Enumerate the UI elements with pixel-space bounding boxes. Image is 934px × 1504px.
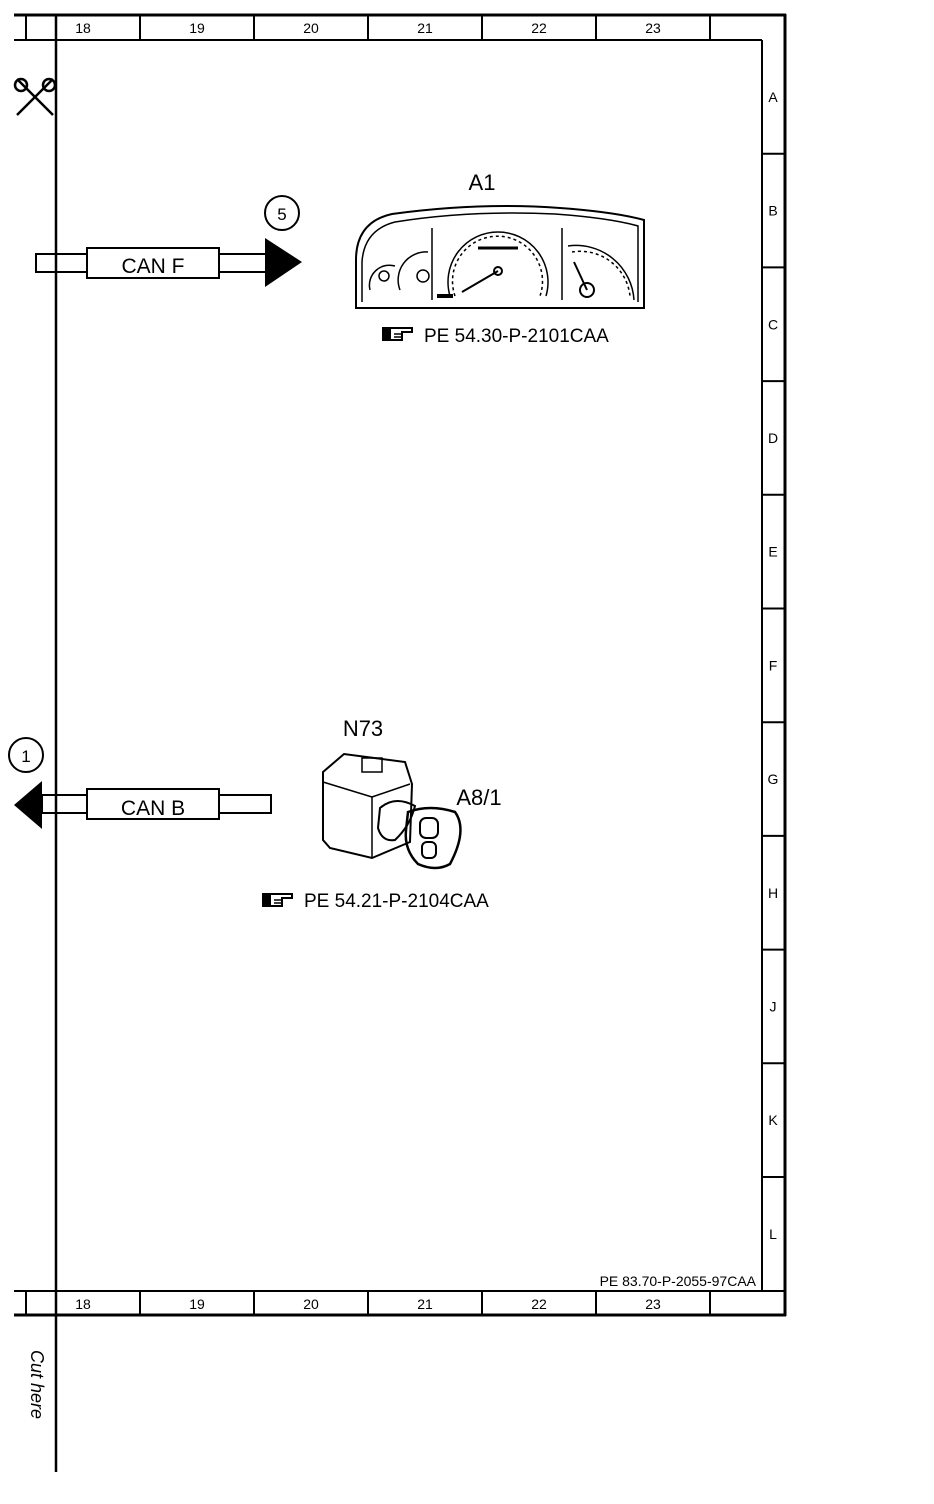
column-label: 22 xyxy=(531,20,547,36)
row-ruler: A B C D E F G H J K L xyxy=(762,89,785,1242)
row-label: F xyxy=(769,657,778,673)
a1-label: A1 xyxy=(469,170,496,195)
column-label: 21 xyxy=(417,1296,433,1312)
row-label: H xyxy=(768,885,778,901)
column-label: 23 xyxy=(645,20,661,36)
cut-here-label: Cut here xyxy=(27,1350,47,1419)
row-label: G xyxy=(768,771,779,787)
a1-component: A1 PE 54.30-P-2101CAA xyxy=(355,170,645,347)
scissors-icon xyxy=(13,77,57,116)
row-label: E xyxy=(768,544,777,560)
column-label: 20 xyxy=(303,20,319,36)
can-b-connection: CAN B 1 xyxy=(8,737,272,829)
can-f-arrow-icon xyxy=(265,238,302,287)
can-f-label: CAN F xyxy=(122,255,185,278)
can-b-label: CAN B xyxy=(121,797,185,820)
document-reference: PE 83.70-P-2055-97CAA xyxy=(600,1273,757,1289)
column-label: 23 xyxy=(645,1296,661,1312)
row-label: J xyxy=(770,998,777,1014)
column-label: 19 xyxy=(189,1296,205,1312)
can-b-arrow-icon xyxy=(14,781,42,829)
column-label: 22 xyxy=(531,1296,547,1312)
column-ruler-top: 18 19 20 21 22 23 xyxy=(75,15,711,40)
row-label: A xyxy=(768,89,778,105)
row-label: B xyxy=(768,203,777,219)
row-label: L xyxy=(769,1226,777,1242)
n73-reference: PE 54.21-P-2104CAA xyxy=(304,891,489,912)
n73-label: N73 xyxy=(343,716,383,741)
column-label: 18 xyxy=(75,20,91,36)
transmitter-key-icon xyxy=(404,806,462,870)
pointing-hand-icon xyxy=(382,327,413,341)
instrument-cluster-icon xyxy=(355,205,645,309)
a81-label: A8/1 xyxy=(456,785,501,810)
column-ruler-bottom: 18 19 20 21 22 23 xyxy=(75,1291,711,1315)
ignition-switch-icon xyxy=(322,752,417,860)
column-label: 18 xyxy=(75,1296,91,1312)
row-label: D xyxy=(768,430,778,446)
pointing-hand-icon xyxy=(262,893,293,907)
can-b-marker: 1 xyxy=(21,747,30,766)
row-label: C xyxy=(768,316,778,332)
can-f-connection: CAN F 5 xyxy=(35,195,302,287)
column-label: 20 xyxy=(303,1296,319,1312)
n73-component: N73 A8/1 PE 54.21-P-2104CAA xyxy=(262,716,502,912)
a1-reference: PE 54.30-P-2101CAA xyxy=(424,326,609,347)
can-f-marker: 5 xyxy=(277,205,286,224)
row-label: K xyxy=(768,1112,778,1128)
column-label: 21 xyxy=(417,20,433,36)
column-label: 19 xyxy=(189,20,205,36)
sheet-frame xyxy=(14,13,787,1472)
